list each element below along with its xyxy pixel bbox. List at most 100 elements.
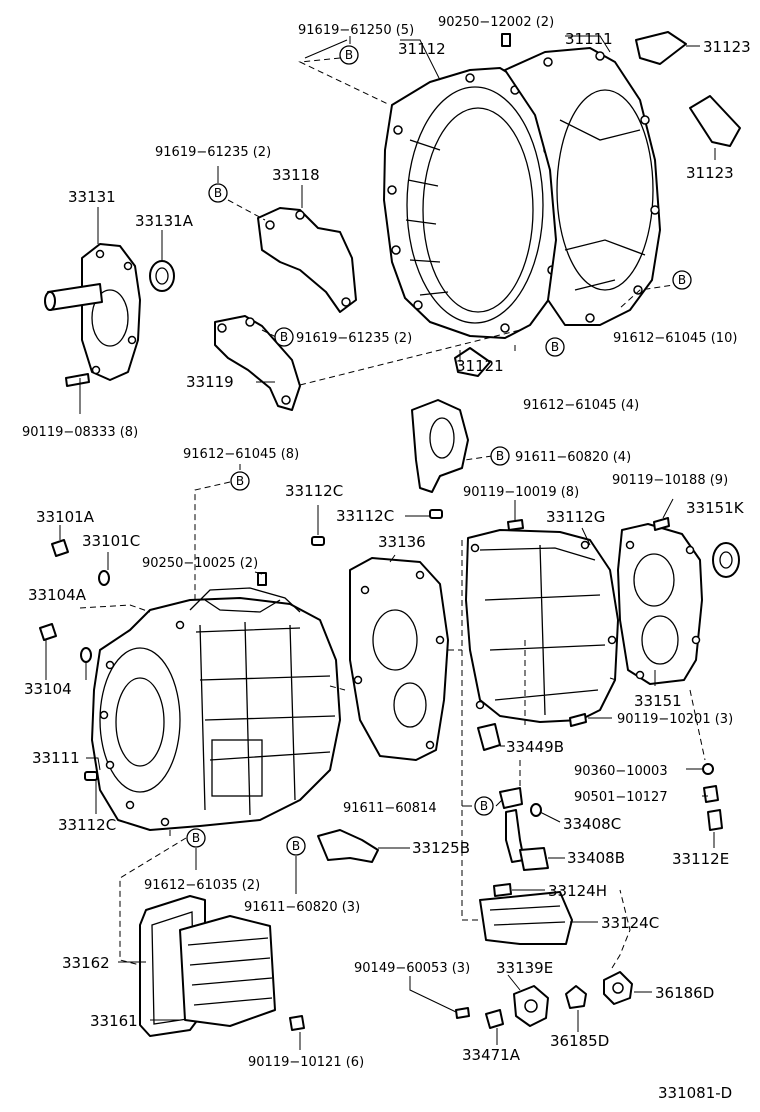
ball-90360-10003: [702, 763, 714, 775]
transmission-case-33111: [91, 587, 341, 831]
plug-33101A: [51, 539, 69, 557]
callout-b-1: B: [339, 45, 359, 65]
label-91611-60814: 91611−60814: [343, 801, 437, 816]
washer-33101C: [98, 570, 110, 586]
callout-b-10: B: [286, 836, 306, 856]
label-36186D: 36186D: [655, 984, 714, 1002]
label-90119-10121: 90119−10121 (6): [248, 1055, 364, 1070]
label-91611-60820-4: 91611−60820 (4): [515, 450, 631, 465]
screw-90149-60053: [455, 1007, 470, 1019]
label-91612-61045-10: 91612−61045 (10): [613, 331, 737, 346]
label-33112C-mid: 33112C: [336, 507, 394, 525]
callout-b-6: B: [490, 446, 510, 466]
bolt-90119-10201: [569, 713, 587, 727]
label-33104: 33104: [24, 680, 72, 698]
label-33118: 33118: [272, 166, 320, 184]
label-33136: 33136: [378, 533, 426, 551]
plate-31121: [454, 347, 491, 377]
rear-housing-33151: [617, 523, 703, 685]
bracket-33408C: [499, 787, 523, 809]
cover-plate-33161: [179, 915, 276, 1027]
label-90119-08333: 90119−08333 (8): [22, 425, 138, 440]
label-33161: 33161: [90, 1012, 138, 1030]
cover-31123-top: [635, 31, 687, 65]
svg-text:B: B: [496, 449, 504, 463]
ring-33408C: [530, 803, 542, 817]
label-33139E: 33139E: [496, 959, 553, 977]
label-33101C: 33101C: [82, 532, 140, 550]
svg-text:B: B: [480, 799, 488, 813]
label-33125B: 33125B: [412, 839, 470, 857]
label-33131A: 33131A: [135, 212, 194, 230]
label-33111: 33111: [32, 749, 80, 767]
label-91611-60820-3: 91611−60820 (3): [244, 900, 360, 915]
svg-text:B: B: [345, 48, 353, 62]
label-91619-61250: 91619−61250 (5): [298, 23, 414, 38]
gear-33471A: [485, 1009, 504, 1029]
clutch-housing-31111: [504, 47, 661, 326]
intermediate-plate-33136: [349, 557, 449, 761]
label-33151K: 33151K: [686, 499, 745, 517]
label-33112C-low: 33112C: [58, 816, 116, 834]
label-33151: 33151: [634, 692, 682, 710]
label-91612-61045-8: 91612−61045 (8): [183, 447, 299, 462]
bolt-90119-10019: [507, 519, 524, 531]
bracket-33119: [214, 315, 301, 411]
svg-text:B: B: [292, 839, 300, 853]
label-33112C-top: 33112C: [285, 482, 343, 500]
label-33471A: 33471A: [462, 1046, 521, 1064]
svg-text:B: B: [551, 340, 559, 354]
extension-33131: [44, 243, 141, 381]
label-33162: 33162: [62, 954, 110, 972]
bracket-33118: [257, 207, 357, 313]
svg-text:B: B: [678, 273, 686, 287]
label-36185D: 36185D: [550, 1032, 609, 1050]
svg-text:B: B: [192, 831, 200, 845]
label-33119: 33119: [186, 373, 234, 391]
seal-33131A: [149, 260, 175, 292]
label-33408C: 33408C: [563, 815, 621, 833]
label-31111: 31111: [565, 30, 613, 48]
leader-lines: [45, 35, 716, 1050]
label-90250-10025: 90250−10025 (2): [142, 556, 258, 571]
spring-90501-10127: [703, 785, 719, 803]
label-33112G: 33112G: [546, 508, 605, 526]
bolt-33124H: [493, 883, 512, 897]
label-33124C: 33124C: [601, 914, 659, 932]
svg-text:B: B: [280, 330, 288, 344]
label-90360-10003: 90360−10003: [574, 764, 668, 779]
label-91612-61035: 91612−61035 (2): [144, 878, 260, 893]
label-33408B: 33408B: [567, 849, 625, 867]
callout-b-4: B: [672, 270, 692, 290]
washer-33104A: [80, 647, 92, 663]
bolt-90119-10121: [289, 1015, 305, 1031]
label-33112E: 33112E: [672, 850, 729, 868]
label-33101A: 33101A: [36, 508, 95, 526]
label-31112: 31112: [398, 40, 446, 58]
bolt-90119-08333: [65, 373, 90, 387]
label-33449B: 33449B: [506, 738, 564, 756]
label-33104A: 33104A: [28, 586, 87, 604]
gear-36185D: [565, 985, 587, 1009]
svg-text:B: B: [236, 474, 244, 488]
pin-90250-12002: [501, 33, 511, 47]
callout-b-7: B: [230, 471, 250, 491]
diagram-code: 331081-D: [658, 1084, 732, 1102]
seal-33151K: [712, 542, 740, 578]
lever-33449B: [477, 723, 501, 751]
label-90250-12002: 90250−12002 (2): [438, 15, 554, 30]
callout-b-3: B: [274, 327, 294, 347]
label-33124H: 33124H: [548, 882, 607, 900]
label-91619-61235-top: 91619−61235 (2): [155, 145, 271, 160]
part-labels: 91619−61250 (5) 90250−12002 (2) 31112 31…: [22, 15, 751, 1102]
cover-33124C: [479, 891, 573, 945]
label-90119-10019: 90119−10019 (8): [463, 485, 579, 500]
label-90149-60053: 90149−60053 (3): [354, 961, 470, 976]
cover-31123-right: [689, 95, 741, 147]
label-90119-10201: 90119−10201 (3): [617, 712, 733, 727]
callout-b-5: B: [545, 337, 565, 357]
label-31123-top: 31123: [703, 38, 751, 56]
pin-33112C-top: [311, 536, 325, 546]
pin-33112C-mid: [429, 509, 443, 519]
